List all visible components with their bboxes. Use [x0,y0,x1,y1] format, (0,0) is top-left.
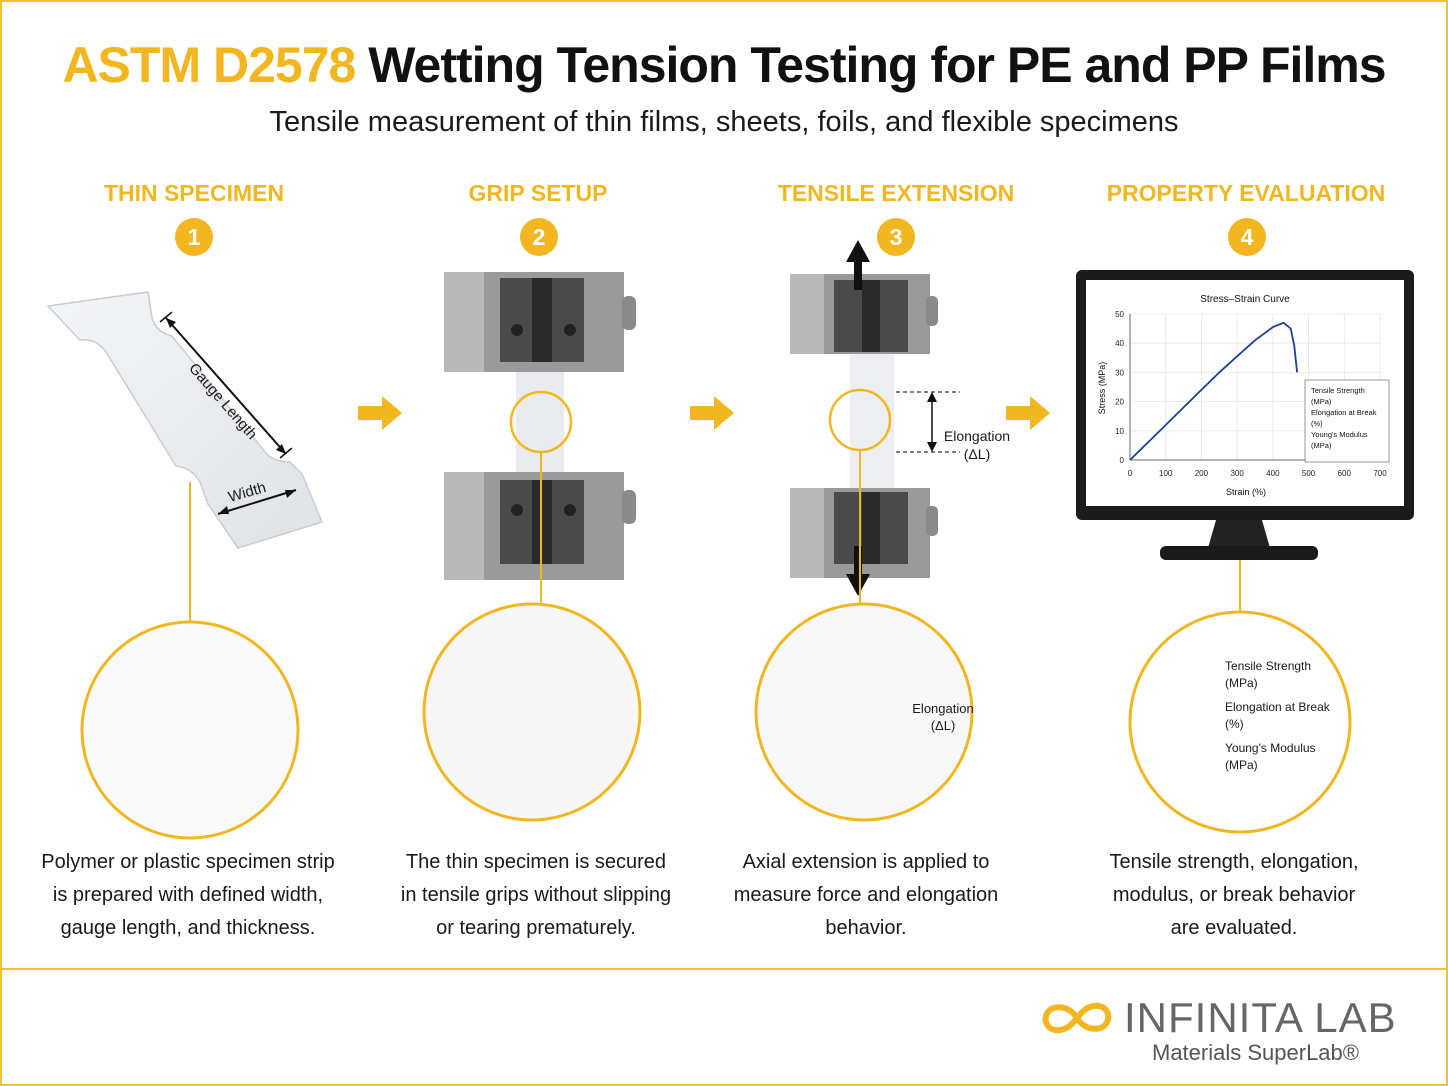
zoom-legend-entry: Young's Modulus [1225,741,1316,755]
caption-line: The thin specimen is secured [405,851,667,873]
logo-tagline: Materials SuperLab® [1152,1040,1359,1065]
legend-entry: (%) [1311,419,1323,428]
specimen-strip [46,291,324,549]
title-description: Wetting Tension Testing for PE and PP Fi… [368,37,1386,93]
infinity-logo-icon [1042,1002,1112,1034]
caption-line: behavior. [825,917,907,939]
step-4-badge: 4 [1228,218,1266,256]
elongation-delta: (ΔL) [930,718,956,733]
caption-line: or tearing prematurely. [436,917,636,939]
step-1-title: THIN SPECIMEN [103,180,285,206]
x-tick-label: 200 [1195,469,1209,478]
footer-divider [0,968,1448,970]
zoom-legend: Tensile Strength (MPa) Elongation at Break… [1225,658,1330,774]
x-tick-label: 700 [1373,469,1387,478]
step-3-badge: 3 [877,218,915,256]
chart-title: Stress–Strain Curve [1200,294,1290,305]
y-tick-label: 0 [1120,456,1125,465]
step-1-badge: 1 [175,218,213,256]
y-tick-label: 10 [1115,427,1124,436]
caption-line: modulus, or break behavior [1112,884,1356,906]
y-tick-label: 40 [1115,339,1124,348]
step-3-title: TENSILE EXTENSION [777,180,1015,206]
legend-entry: (MPa) [1311,397,1332,406]
caption-line: in tensile grips without slipping [400,884,672,906]
arrow-down-icon [846,546,870,596]
legend-entry: Tensile Strength [1311,386,1365,395]
legend-entry: (MPa) [1311,441,1332,450]
caption-line: gauge length, and thickness. [60,917,316,939]
y-tick-label: 30 [1115,368,1124,377]
page-subtitle: Tensile measurement of thin films, sheet… [269,106,1179,138]
logo-name: INFINITA LAB [1124,994,1397,1041]
x-tick-label: 100 [1159,469,1173,478]
film-strip [850,340,894,508]
page-title: ASTM D2578 Wetting Tension Testing for P… [0,36,1448,94]
stress-strain-line [1129,321,1298,461]
x-tick-label: 600 [1338,469,1352,478]
y-tick-label: 20 [1115,398,1124,407]
elongation-delta: (ΔL) [963,446,991,462]
arrow-right-icon [358,396,402,430]
elongation-text: Elongation [912,701,974,716]
caption-line: Tensile strength, elongation, [1109,851,1359,873]
y-tick-label: 50 [1115,310,1124,319]
elongation-label-zoom: Elongation (ΔL) [908,700,978,734]
step-2-title: GRIP SETUP [468,180,608,206]
caption-line: are evaluated. [1170,917,1298,939]
y-axis-label: Stress (MPa) [1097,362,1107,415]
zoom-legend-entry: (MPa) [1225,758,1258,772]
x-tick-label: 500 [1302,469,1316,478]
zoom-legend-entry: (%) [1225,717,1244,731]
x-tick-label: 300 [1230,469,1244,478]
arrow-right-icon [690,396,734,430]
zoom-legend-entry: Elongation at Break [1225,700,1330,714]
arrow-up-icon [846,240,870,290]
caption-line: is prepared with defined width, [52,884,324,906]
legend-entry: Young's Modulus [1311,430,1368,439]
step-4-title: PROPERTY EVALUATION [1106,180,1386,206]
x-axis-label: Strain (%) [1226,487,1266,497]
arrow-right-icon [1006,396,1050,430]
x-tick-label: 400 [1266,469,1280,478]
step-3-caption: Axial extension is applied to measure fo… [696,846,1036,945]
zoom-legend-entry: (MPa) [1225,676,1258,690]
zoom-legend-entry: Tensile Strength [1225,659,1312,673]
step-1-caption: Polymer or plastic specimen strip is pre… [18,846,358,945]
step-2-badge: 2 [520,218,558,256]
caption-line: Axial extension is applied to [742,851,990,873]
caption-line: Polymer or plastic specimen strip [41,851,335,873]
monitor-stand [1208,520,1270,548]
legend-entry: Elongation at Break [1311,408,1377,417]
elongation-label: Elongation (ΔL) [942,427,1012,463]
step-2-caption: The thin specimen is secured in tensile … [366,846,706,945]
elongation-text: Elongation [943,428,1011,444]
legend-box [1304,379,1390,463]
title-standard: ASTM D2578 [62,37,356,93]
x-tick-label: 0 [1128,469,1133,478]
step-4-caption: Tensile strength, elongation, modulus, o… [1064,846,1404,945]
caption-line: measure force and elongation [733,884,999,906]
